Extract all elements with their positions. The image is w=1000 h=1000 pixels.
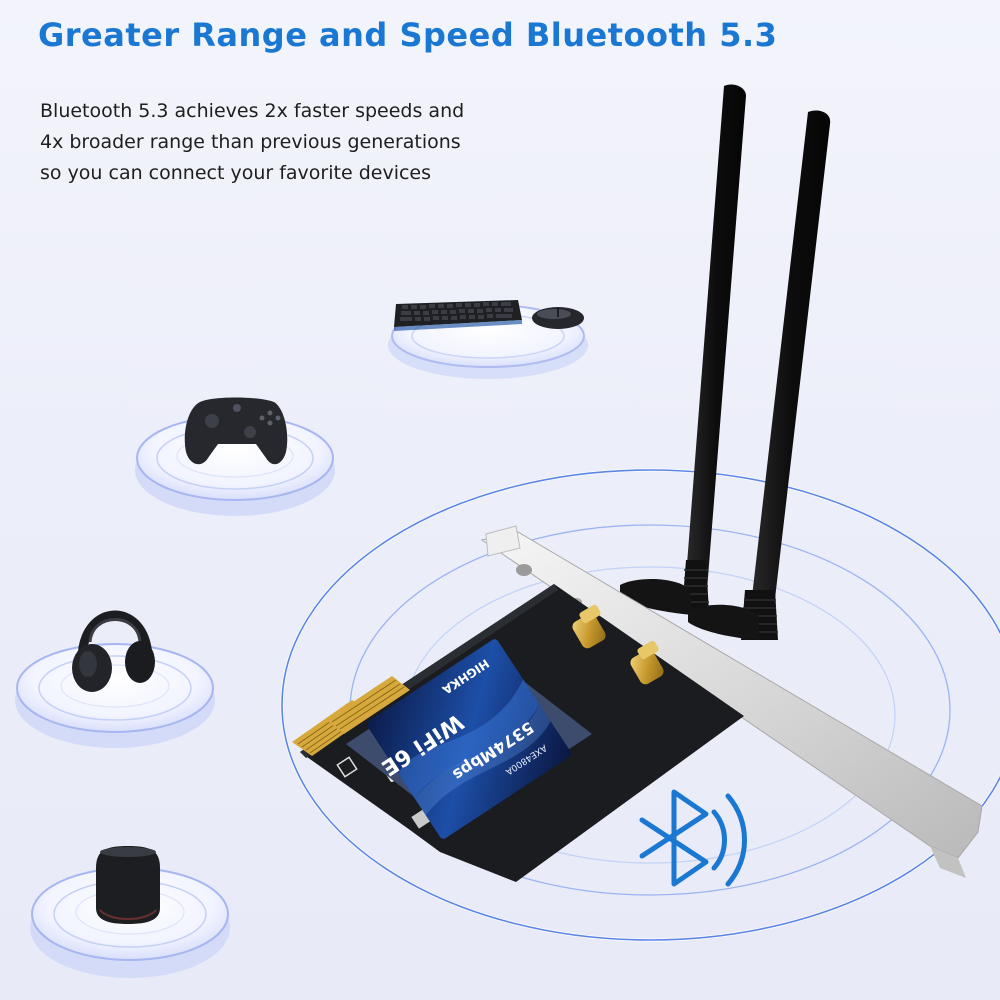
description: Bluetooth 5.3 achieves 2x faster speeds …: [40, 96, 464, 189]
smart-speaker-icon: [96, 846, 160, 924]
description-line-2: 4x broader range than previous generatio…: [40, 131, 461, 153]
wifi-module: AXE4800A 5374Mbps WiFi 6E HIGHKA: [346, 639, 592, 839]
smart-speaker-device: [30, 846, 230, 978]
keyboard-icon: [394, 300, 522, 331]
headphones-icon: [72, 610, 155, 692]
keyboard-mouse-device: [388, 300, 588, 379]
game-controller-icon: [184, 397, 288, 465]
headphones-device: [15, 610, 215, 748]
antenna-connectors: [572, 604, 664, 685]
antenna-right: [688, 110, 831, 640]
pcie-gold-contacts: [292, 676, 410, 756]
game-controller-device: [135, 397, 335, 516]
antenna-left: [620, 84, 746, 615]
headline: Greater Range and Speed Bluetooth 5.3: [38, 16, 778, 54]
pcie-bracket: [480, 525, 983, 878]
bluetooth-icon: [639, 789, 747, 887]
description-line-1: Bluetooth 5.3 achieves 2x faster speeds …: [40, 100, 465, 122]
description-line-3: so you can connect your favorite devices: [40, 162, 432, 184]
mouse-icon: [532, 307, 584, 329]
